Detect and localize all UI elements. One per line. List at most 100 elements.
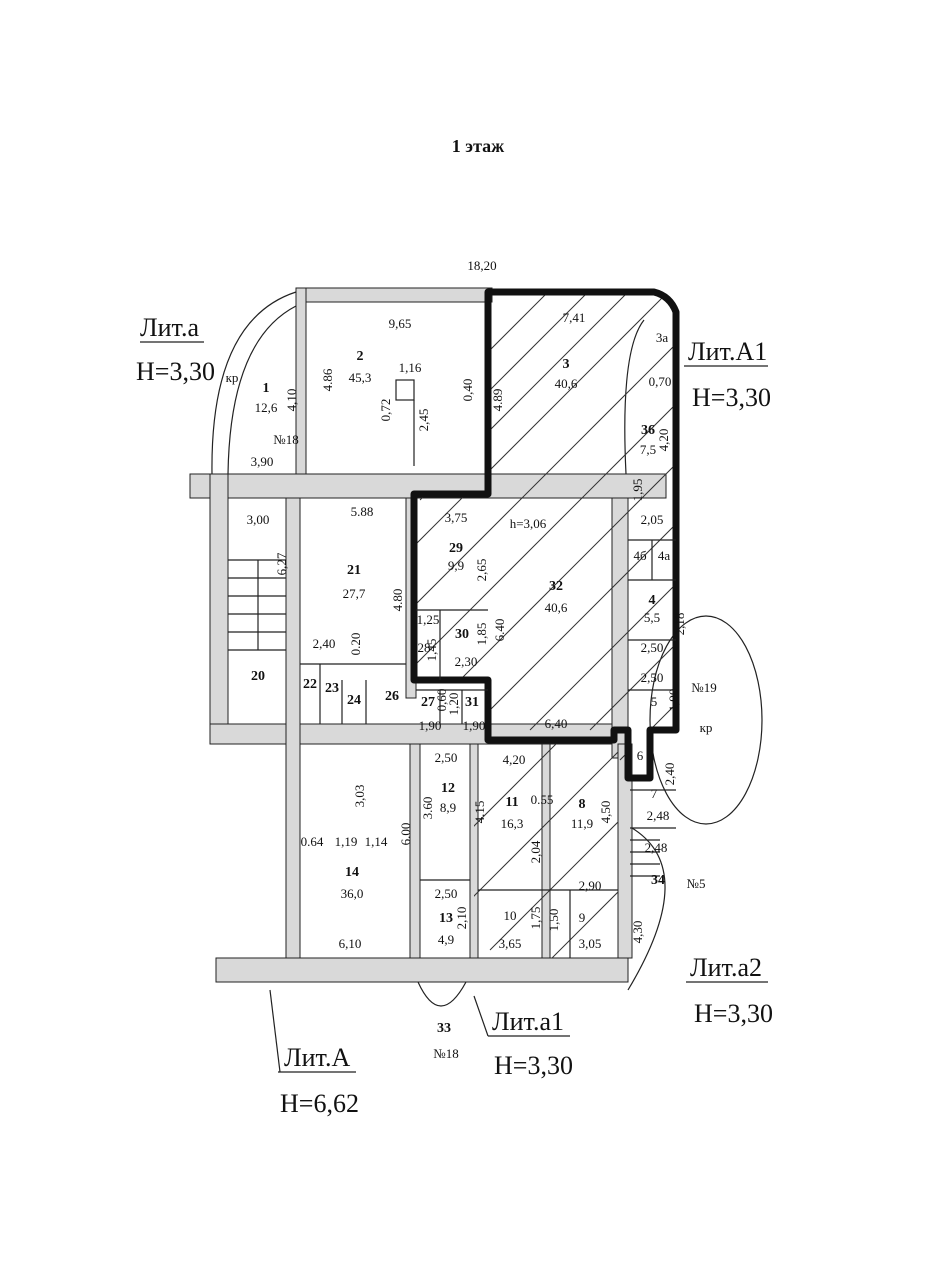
dimension: 2,48 — [645, 840, 668, 855]
liter-a1-lower-name: Лит.а1 — [492, 1007, 564, 1036]
room-area: 45,3 — [349, 370, 372, 385]
dimension: 0,70 — [649, 374, 672, 389]
room-number: 4 — [649, 593, 656, 608]
dimension: 2,30 — [455, 654, 478, 669]
leased-boundary — [410, 288, 680, 782]
room-area: 11,9 — [571, 816, 593, 831]
dimension: 1,19 — [335, 834, 358, 849]
room-number: 31 — [465, 695, 479, 710]
annex-lines — [211, 291, 763, 1007]
marker-label: №18 — [433, 1046, 458, 1061]
dimension: 4,10 — [284, 389, 299, 412]
room-number: 14 — [345, 865, 359, 880]
dimension: 4,20 — [656, 429, 671, 452]
dimension: 3,00 — [247, 512, 270, 527]
liter-a1-upper-name: Лит.А1 — [688, 337, 767, 366]
room-number: 3а — [656, 330, 669, 345]
dimension: 2,50 — [435, 750, 458, 765]
room-number: 3 — [563, 357, 570, 372]
liter-a1-upper-height: H=3,30 — [692, 383, 771, 412]
dimension: 7,41 — [563, 310, 586, 325]
dimension: 1,85 — [474, 623, 489, 646]
dimension: 2,40 — [313, 636, 336, 651]
room-area: 7,5 — [640, 442, 656, 457]
dimension: 1,16 — [399, 360, 422, 375]
dimension: 0,72 — [378, 399, 393, 422]
dimension: 1,20 — [446, 693, 461, 716]
room-number: 29 — [449, 541, 463, 556]
room-area: 40,6 — [545, 600, 568, 615]
dimension: 4.89 — [490, 389, 505, 412]
dimension: 6,40 — [545, 716, 568, 731]
dimension: 2,05 — [641, 512, 664, 527]
liter-a2-height: H=3,30 — [694, 999, 773, 1028]
dimension: 1,90 — [666, 689, 681, 712]
dimension: 4.15 — [472, 801, 487, 824]
liter-main-height: H=6,62 — [280, 1089, 359, 1118]
dimension: 2,50 — [641, 670, 664, 685]
dimension: 2,10 — [454, 907, 469, 930]
dimension: 6,27 — [274, 552, 289, 575]
dimension: 2,18 — [672, 613, 687, 636]
room-number: 30 — [455, 627, 469, 642]
liter-main-name: Лит.А — [284, 1043, 350, 1072]
room-area: 9,9 — [448, 558, 464, 573]
dimension: 2,90 — [579, 878, 602, 893]
room-area: 40,6 — [555, 376, 578, 391]
dimension: 1,25 — [417, 612, 440, 627]
dimension: 4,50 — [598, 801, 613, 824]
floor-title: 1 этаж — [452, 136, 505, 156]
marker-label: №19 — [691, 680, 716, 695]
room-number: 23 — [325, 681, 339, 696]
room-area: 16,3 — [501, 816, 524, 831]
room-number: 7 — [651, 786, 658, 801]
room-area: 8,9 — [440, 800, 456, 815]
room-number: 34 — [651, 873, 665, 888]
room-number: 1 — [263, 381, 270, 396]
room-number: 11 — [505, 795, 518, 810]
dimension: 3,65 — [499, 936, 522, 951]
dimension: 2,50 — [435, 886, 458, 901]
hatched-area-lower — [474, 744, 618, 958]
room-number: 12 — [441, 781, 455, 796]
room-labels: 1 12,6 2 45,3 3 40,6 3а 36 7,5 4 5,5 4б … — [251, 330, 670, 1036]
room-number: 20 — [251, 669, 265, 684]
room-number: 28 — [418, 640, 431, 655]
dimension: 6.00 — [398, 823, 413, 846]
room-area: 4,9 — [438, 932, 454, 947]
dimension: 3,75 — [445, 510, 468, 525]
room-number: 36 — [641, 423, 655, 438]
room-number: 9 — [579, 910, 586, 925]
room-number: 13 — [439, 911, 453, 926]
room-number: 21 — [347, 563, 361, 578]
dimension: 3,03 — [352, 785, 367, 808]
dimension: 2,50 — [641, 640, 664, 655]
dimension: 0.64 — [301, 834, 324, 849]
dimension: 3,90 — [251, 454, 274, 469]
dimension: 6,10 — [339, 936, 362, 951]
dimension: 2,04 — [528, 840, 543, 863]
dimension: 2,48 — [647, 808, 670, 823]
stairs — [228, 559, 660, 877]
dimension: h=3,06 — [510, 516, 547, 531]
dimension: 0.20 — [348, 633, 363, 656]
dimension-labels: 9,65 7,41 1,16 4.86 0,72 2,45 0,40 4.89 … — [247, 310, 687, 951]
dimension: 2,45 — [416, 409, 431, 432]
dimension: 1,45 — [424, 639, 439, 662]
dimension: 1,90 — [463, 718, 486, 733]
dimension: 3,05 — [579, 936, 602, 951]
partitions — [300, 379, 676, 958]
liter-a1-lower-height: H=3,30 — [494, 1051, 573, 1080]
dimension: 5.88 — [351, 504, 374, 519]
dimension: 3.60 — [420, 797, 435, 820]
room-area: 27,7 — [343, 586, 366, 601]
room-number: 10 — [504, 908, 517, 923]
liter-a-height: H=3,30 — [136, 357, 215, 386]
room-number: 27 — [421, 695, 435, 710]
room-number: 33 — [437, 1021, 451, 1036]
dimension: 1,75 — [528, 907, 543, 930]
room-number: 24 — [347, 693, 361, 708]
room-area: 36,0 — [341, 886, 364, 901]
marker-label: кр — [226, 370, 239, 385]
room-number: 5 — [651, 694, 658, 709]
